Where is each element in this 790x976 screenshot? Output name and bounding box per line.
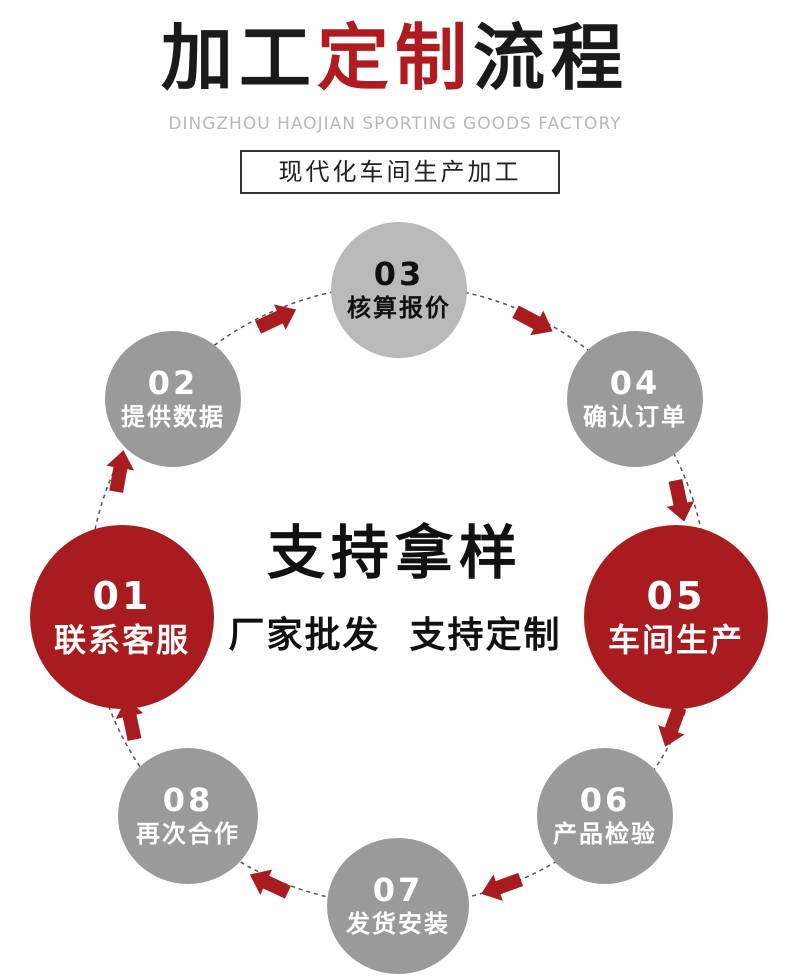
center-headline: 支持拿样 <box>266 519 523 587</box>
step-04-label: 确认订单 <box>583 403 687 431</box>
page-title: 加工定制流程 <box>0 18 790 98</box>
step-01: 01 联系客服 <box>30 525 214 709</box>
step-07: 07 发货安装 <box>327 838 469 974</box>
flow-arrows <box>106 304 695 901</box>
step-06: 06 产品检验 <box>537 748 673 884</box>
step-05-label: 车间生产 <box>607 621 744 659</box>
flow-arrow-icon <box>115 698 144 741</box>
step-04-number: 04 <box>609 364 661 402</box>
step-08-label: 再次合作 <box>136 820 240 848</box>
step-03: 03 核算报价 <box>331 222 467 358</box>
step-04: 04 确认订单 <box>567 331 703 467</box>
flow-arrow-icon <box>249 869 291 899</box>
flow-arrow-icon <box>481 872 524 901</box>
step-02: 02 提供数据 <box>105 331 241 467</box>
tagline-box: 现代化车间生产加工 <box>240 150 560 194</box>
step-05: 05 车间生产 <box>584 525 768 709</box>
flow-arrow-icon <box>255 304 297 334</box>
step-06-label: 产品检验 <box>553 820 657 848</box>
flow-arrow-icon <box>658 704 687 747</box>
step-02-number: 02 <box>147 364 199 402</box>
step-08-number: 08 <box>162 781 214 819</box>
step-03-number: 03 <box>373 255 425 293</box>
step-07-number: 07 <box>372 871 424 909</box>
title-accent: 定制 <box>316 16 473 100</box>
step-05-number: 05 <box>646 574 706 618</box>
center-subline: 厂家批发 支持定制 <box>228 615 562 656</box>
step-01-number: 01 <box>92 574 152 618</box>
step-07-label: 发货安装 <box>346 910 450 938</box>
factory-name-subtitle: DINGZHOU HAOJIAN SPORTING GOODS FACTORY <box>168 114 622 134</box>
step-02-label: 提供数据 <box>121 403 225 431</box>
step-06-number: 06 <box>579 781 631 819</box>
flow-arrow-icon <box>666 479 695 522</box>
step-03-label: 核算报价 <box>347 294 451 322</box>
flow-arrow-icon <box>106 450 135 493</box>
title-part2: 流程 <box>473 16 630 100</box>
flow-arrow-icon <box>512 305 553 336</box>
step-08: 08 再次合作 <box>118 748 258 884</box>
step-01-label: 联系客服 <box>53 621 190 659</box>
title-part1: 加工 <box>160 16 317 100</box>
